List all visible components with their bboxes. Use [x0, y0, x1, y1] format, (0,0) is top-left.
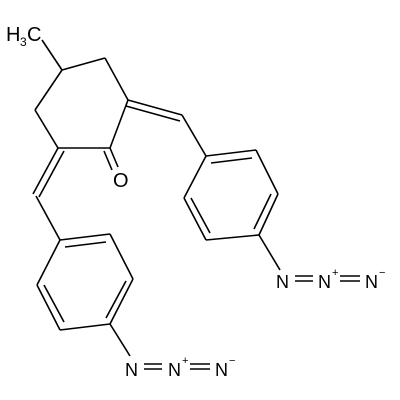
bond-ring-3 — [109, 99, 129, 149]
bond-ar-l-2 — [109, 233, 134, 280]
upper-benzene-ring — [183, 149, 279, 241]
bond-ar-u-1 — [205, 149, 257, 157]
upper-azide-minus: − — [379, 267, 385, 279]
bond-ar-l-5 — [36, 284, 61, 331]
methyl-c: C — [27, 24, 41, 46]
lower-azide-n1: N — [125, 360, 138, 380]
bond-ar-u-2 — [255, 149, 279, 195]
methyl-label: H 3 C — [6, 24, 41, 49]
upper-azide-n2: N — [318, 272, 331, 292]
lower-azide-n2: N — [168, 360, 181, 380]
upper-azide-n1: N — [276, 272, 289, 292]
lower-azide-plus: + — [182, 355, 188, 367]
upper-azide-n3: N — [365, 272, 378, 292]
bond-ring-6 — [34, 69, 63, 111]
cyclohexanone-ring — [34, 39, 129, 149]
bond-to-upper-azide — [258, 234, 281, 271]
bond-ar-l-inner-3 — [43, 284, 65, 323]
bond-ar-u-inner-1 — [210, 157, 253, 164]
lower-azide-n3: N — [215, 360, 228, 380]
bond-ar-u-6 — [183, 155, 207, 199]
lower-benzylidene-bond — [32, 147, 65, 241]
methyl-subscript: 3 — [20, 35, 27, 49]
bond-ar-l-3 — [109, 278, 134, 325]
bond-ar-l-inner-1 — [64, 241, 107, 248]
bond-to-lower-ring — [35, 195, 61, 241]
bond-carbonyl-1 — [109, 147, 119, 168]
bond-ar-u-inner-2 — [253, 193, 272, 230]
methyl-h: H — [6, 24, 20, 46]
carbonyl-group: O — [103, 147, 129, 192]
bond-ar-u-4 — [205, 234, 260, 241]
bond-ar-l-1 — [59, 233, 111, 241]
bond-exo-lower-2 — [38, 150, 65, 198]
lower-azide-minus: − — [229, 355, 235, 367]
lower-azide-group: N N + N − — [109, 323, 235, 380]
bond-to-upper-ring — [181, 114, 207, 157]
upper-azide-group: N N + N − — [258, 234, 385, 292]
bond-exo-upper-2 — [125, 105, 181, 122]
bond-ring-5 — [34, 109, 59, 149]
upper-benzylidene-bond — [125, 99, 207, 157]
upper-azide-plus: + — [332, 267, 338, 279]
bond-exo-lower-1 — [32, 147, 59, 195]
bond-ar-l-inner-2 — [105, 280, 127, 319]
bond-methyl — [41, 39, 63, 71]
lower-benzene-ring — [36, 233, 134, 331]
bond-ar-u-inner-3 — [190, 197, 211, 234]
carbonyl-oxygen: O — [113, 170, 129, 192]
bond-ar-l-4 — [59, 323, 111, 331]
bond-ar-l-6 — [36, 239, 61, 286]
bond-carbonyl-2 — [103, 150, 113, 171]
bond-ar-u-5 — [183, 197, 207, 241]
bond-exo-upper-1 — [127, 99, 183, 116]
bond-to-lower-azide — [109, 323, 131, 357]
bond-ar-u-3 — [258, 193, 279, 236]
bond-ring-1 — [61, 57, 106, 71]
bond-ring-2 — [104, 57, 129, 101]
